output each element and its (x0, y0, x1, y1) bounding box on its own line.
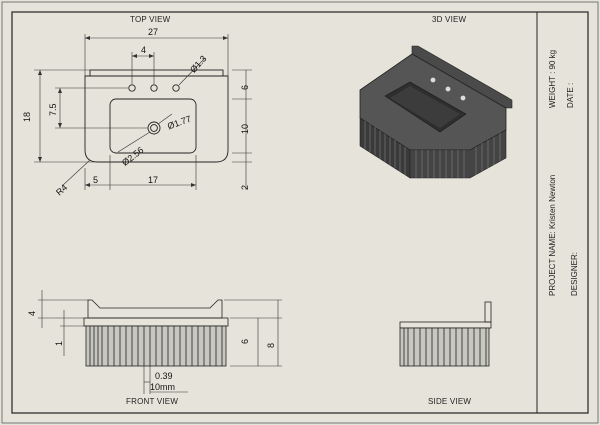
dim-front-rim: 1 (54, 340, 64, 346)
side-view-title: SIDE VIEW (428, 397, 472, 406)
dim-bowl-depth: 10 (240, 123, 250, 134)
dim-overall-width: 27 (148, 27, 159, 37)
dim-hole-spacing: 4 (141, 45, 147, 55)
top-view-dimensions (34, 34, 252, 190)
iso-view-title: 3D VIEW (432, 15, 467, 24)
sheet-inner-border (11, 11, 589, 414)
dim-front-body: 6 (240, 338, 250, 344)
title-block-project: PROJECT NAME: Kristen Newton (548, 174, 557, 296)
title-block-date: DATE : (566, 82, 575, 108)
dim-bowl-width: 17 (148, 175, 159, 185)
drain-inner (150, 124, 158, 132)
dim-front-fin: 0.39 (155, 371, 173, 381)
side-ribs (403, 328, 487, 366)
front-view-dimensions (38, 290, 282, 394)
faucet-hole-center (150, 84, 158, 92)
faucet-hole-right (172, 84, 180, 92)
title-block-designer: DESIGNER: (570, 251, 579, 296)
dim-backsplash: 6 (240, 84, 250, 90)
dim-front-pitch: 10mm (150, 382, 176, 392)
title-block-weight: WEIGHT : 90 kg (548, 49, 557, 108)
iso-ribs (364, 121, 501, 178)
top-body-outline (84, 75, 229, 163)
dim-offset-depth: 7.5 (48, 103, 58, 116)
dim-overall-depth: 18 (22, 111, 32, 122)
front-ribs (89, 326, 223, 366)
top-view-arrowheads (38, 36, 228, 187)
dim-front-total: 8 (266, 342, 276, 348)
top-view-drawing (84, 69, 229, 163)
top-view-title: TOP VIEW (130, 15, 171, 24)
dim-left-offset: 5 (93, 175, 99, 185)
dim-front-top-offset: 4 (27, 310, 37, 316)
front-view-title: FRONT VIEW (126, 397, 179, 406)
iso-view-drawing (359, 45, 513, 179)
faucet-hole-left (128, 84, 136, 92)
dim-front-margin: 2 (240, 184, 250, 190)
top-backsplash (89, 69, 224, 77)
top-bowl (109, 98, 197, 154)
